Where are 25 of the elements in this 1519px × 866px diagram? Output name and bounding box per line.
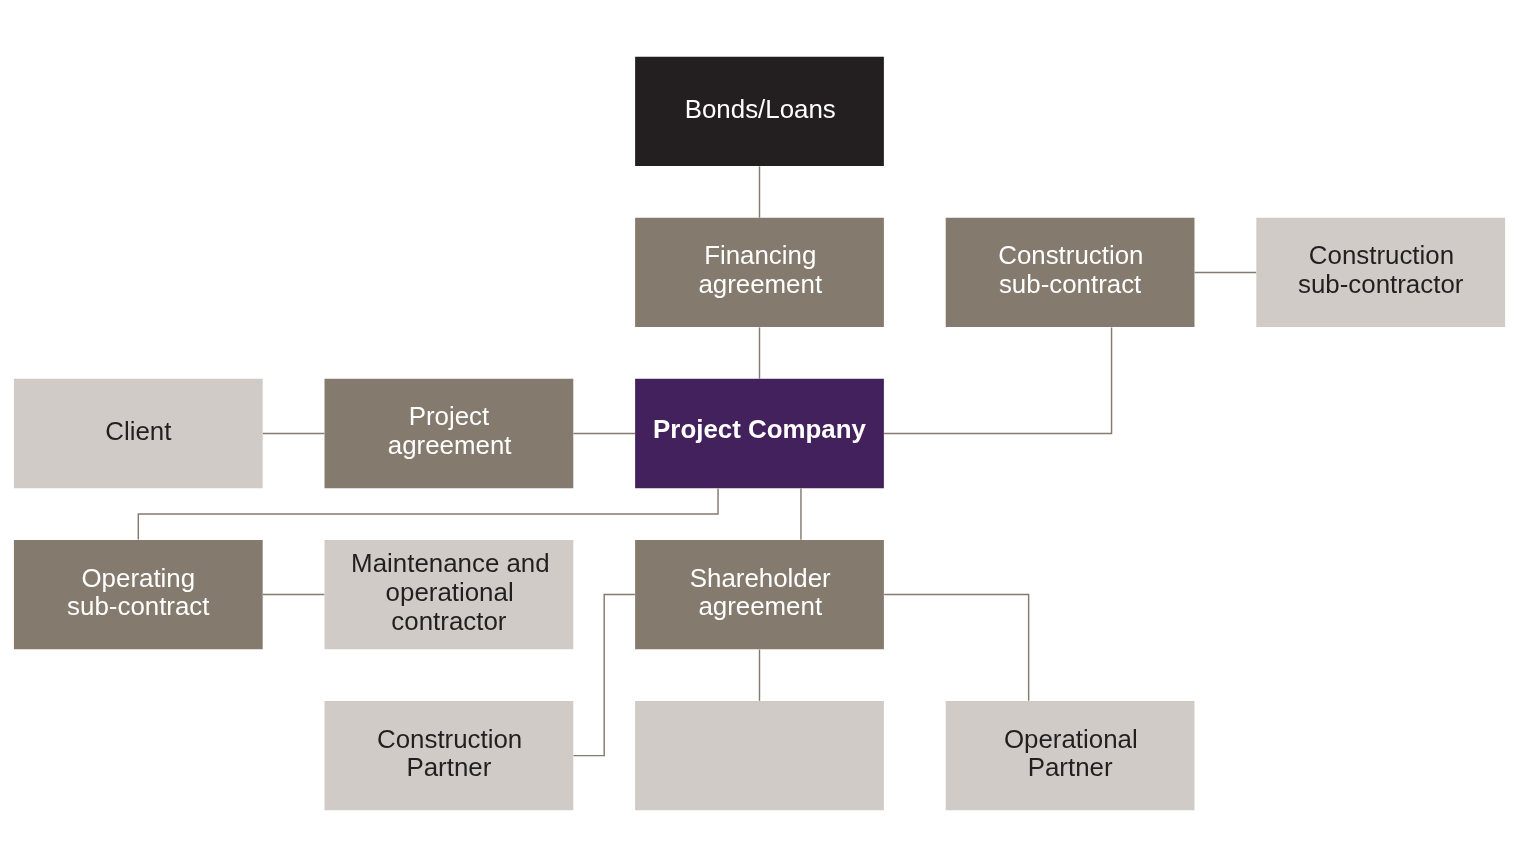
node-box: Construction Partner bbox=[324, 700, 574, 810]
connector bbox=[572, 432, 636, 434]
node-box: Client bbox=[13, 378, 263, 488]
node-box: Operational Partner bbox=[945, 700, 1195, 810]
node-box: Project Company bbox=[635, 378, 884, 488]
connector bbox=[1193, 271, 1257, 273]
connector bbox=[262, 593, 326, 595]
connector bbox=[758, 326, 761, 379]
node-box: Bonds/Loans bbox=[635, 56, 884, 166]
node-box: Operating sub-contract bbox=[13, 539, 263, 649]
connector bbox=[262, 432, 326, 434]
connector bbox=[883, 593, 1030, 701]
node-box: Financing agreement bbox=[635, 217, 884, 327]
connector bbox=[572, 593, 636, 756]
connector bbox=[883, 326, 1113, 434]
node-box: Maintenance and operational contractor bbox=[324, 539, 574, 649]
connector bbox=[137, 487, 719, 540]
connector bbox=[758, 648, 761, 702]
connector bbox=[758, 165, 761, 218]
node-box: Construction sub-contract bbox=[945, 217, 1195, 327]
node-box: Construction sub-contractor bbox=[1256, 217, 1506, 327]
node-box: Shareholder agreement bbox=[635, 539, 884, 649]
connector bbox=[800, 487, 802, 541]
node-box: Project agreement bbox=[324, 378, 574, 488]
node-box bbox=[635, 700, 884, 810]
